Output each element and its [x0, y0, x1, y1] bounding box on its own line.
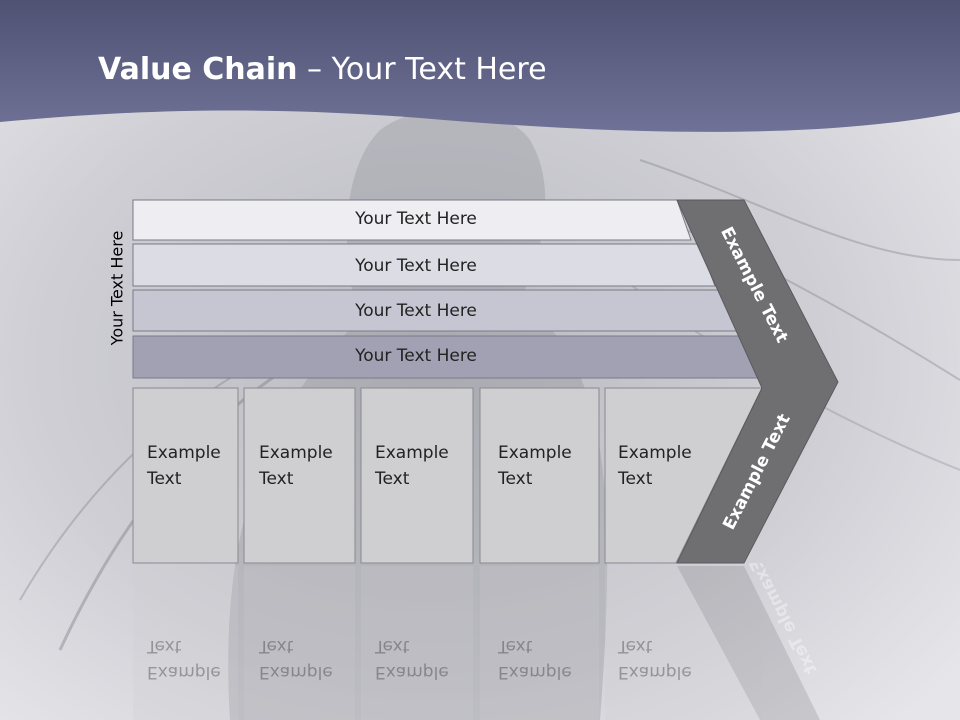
box-3-shape [360, 387, 474, 564]
box-1-shape [132, 387, 239, 564]
header-band [0, 0, 960, 132]
page-title: Value Chain – Your Text Here [98, 52, 547, 87]
band-label-2: Your Text Here [355, 256, 477, 276]
chevron-arrow [676, 199, 839, 564]
band-1-shape [132, 199, 692, 241]
band-2-shape [132, 243, 716, 287]
box-5-shape [604, 387, 763, 564]
band-label-3: Your Text Here [355, 301, 477, 321]
side-label: Your Text Here [107, 230, 127, 346]
box-2-shape [243, 387, 356, 564]
box-4-shape [479, 387, 600, 564]
band-label-1: Your Text Here [355, 209, 477, 229]
band-label-4: Your Text Here [355, 346, 477, 366]
